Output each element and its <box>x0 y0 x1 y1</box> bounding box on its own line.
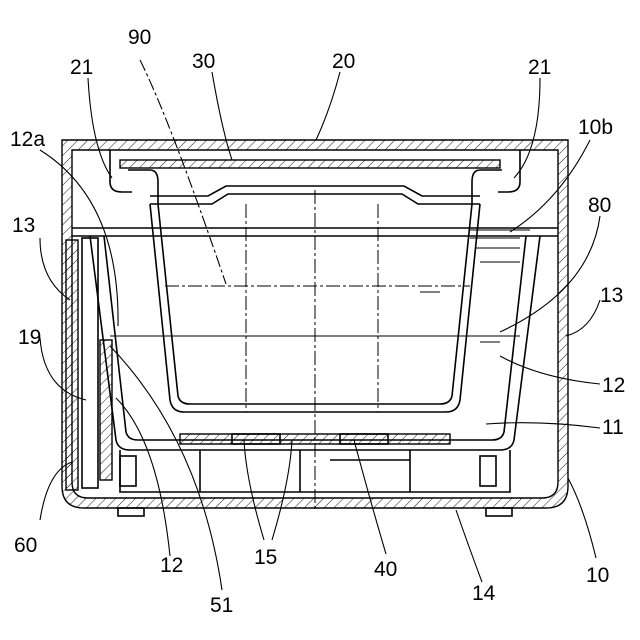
reference-labels: 90 30 20 21 21 12a 10b 80 13 13 19 12 11… <box>10 26 625 617</box>
label-12a: 12a <box>10 128 45 151</box>
label-10b: 10b <box>578 116 613 139</box>
label-19: 19 <box>18 326 41 349</box>
label-51: 51 <box>210 594 233 617</box>
label-12-right: 12 <box>602 374 625 397</box>
inner-lid <box>120 160 500 204</box>
label-21-right: 21 <box>528 56 551 79</box>
left-side-panel <box>66 238 112 490</box>
label-13-right: 13 <box>600 284 623 307</box>
label-10: 10 <box>586 564 609 587</box>
label-30: 30 <box>192 50 215 73</box>
label-15: 15 <box>254 546 277 569</box>
label-13-left: 13 <box>12 214 35 237</box>
label-14: 14 <box>472 582 496 605</box>
label-11: 11 <box>602 416 624 439</box>
label-80: 80 <box>588 194 611 217</box>
label-40: 40 <box>374 558 397 581</box>
label-12-bottom: 12 <box>160 554 183 577</box>
label-20: 20 <box>332 50 355 73</box>
label-21-left: 21 <box>70 56 93 79</box>
label-60: 60 <box>14 534 37 557</box>
label-90: 90 <box>128 26 151 49</box>
